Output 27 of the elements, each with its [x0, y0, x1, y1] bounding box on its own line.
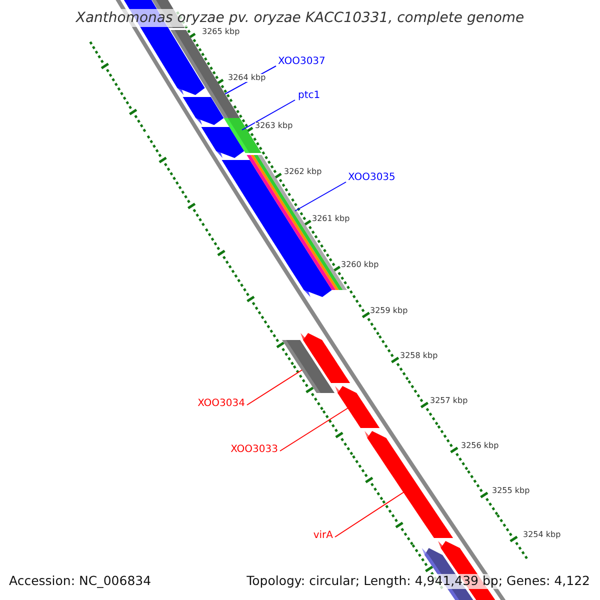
scale-label: 3254 kbp	[523, 531, 561, 539]
scale-label: 3258 kbp	[400, 352, 438, 360]
gene-label: XOO3035	[348, 173, 396, 183]
scale-label: 3256 kbp	[461, 442, 499, 450]
gene-label: XOO3033	[230, 445, 278, 455]
gene-label: XOO3037	[278, 57, 326, 67]
gene-label: XOO3034	[198, 399, 245, 409]
gene-label: ptc1	[298, 91, 320, 101]
leader-line	[246, 370, 302, 406]
scale-label: 3263 kbp	[255, 122, 293, 130]
scale-label: 3255 kbp	[492, 487, 530, 495]
scale-label: 3259 kbp	[370, 307, 408, 315]
scale-label: 3262 kbp	[284, 168, 322, 176]
scale-label: 3265 kbp	[202, 28, 240, 36]
leader-line	[334, 492, 404, 538]
accession-text: Accession: NC_006834	[7, 574, 154, 588]
genome-info-text: Topology: circular; Length: 4,941,439 bp; Genes: 4,122	[244, 574, 592, 588]
scale-label: 3264 kbp	[228, 74, 266, 82]
gene-label: virA	[313, 531, 333, 541]
leader-line	[280, 408, 348, 452]
gene-bar	[364, 431, 454, 538]
scale-label: 3257 kbp	[430, 397, 468, 405]
gene-bar	[282, 340, 335, 393]
leader-line	[294, 182, 346, 212]
gene-bar	[335, 386, 380, 428]
scale-label: 3261 kbp	[312, 215, 350, 223]
leader-line	[242, 100, 296, 130]
